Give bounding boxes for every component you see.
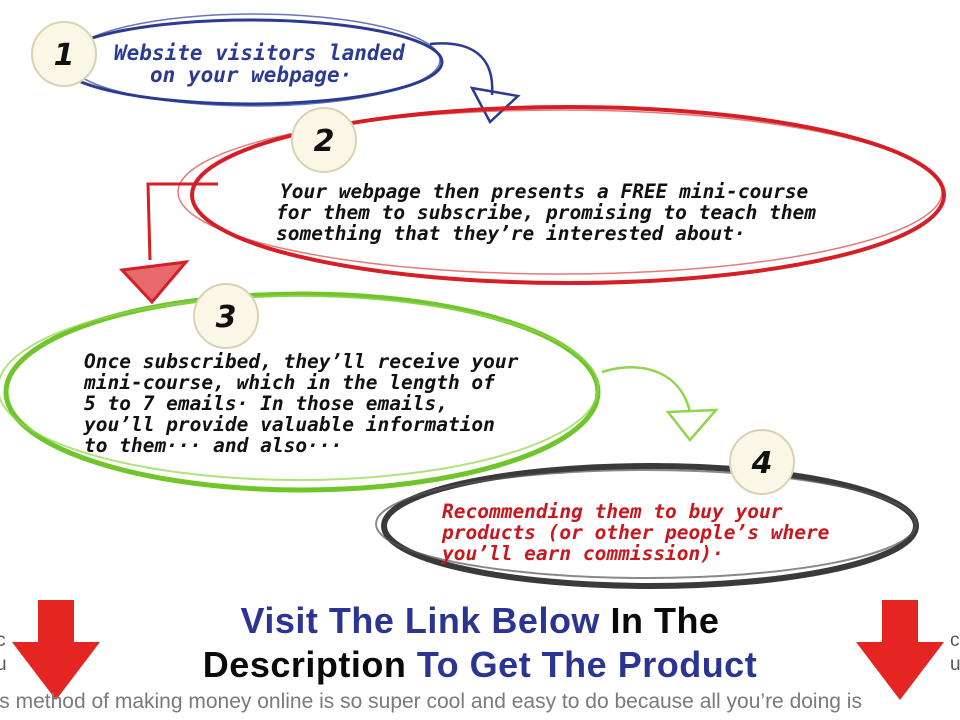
banner-line-1-blue: Visit The Link Below bbox=[240, 600, 600, 641]
badge-3-number: 3 bbox=[216, 300, 237, 335]
banner-line-1-black: In The bbox=[610, 600, 720, 641]
step-3-line-2: mini-course, which in the length of bbox=[83, 371, 496, 394]
banner-line-2-blue: To Get The Product bbox=[416, 644, 758, 685]
step-3-line-1: Once subscribed, they’ll receive your bbox=[84, 350, 519, 373]
step-2-line-2: for them to subscribe, promising to teac… bbox=[276, 201, 816, 224]
edge-text-left-bottom: u bbox=[0, 654, 7, 675]
banner-line-1: Visit The Link Below In The bbox=[150, 600, 810, 642]
step-4-line-1: Recommending them to buy your bbox=[442, 500, 783, 523]
arrow-1-to-2 bbox=[429, 42, 494, 96]
right-down-arrow-icon bbox=[856, 600, 944, 700]
step-1-line-2: on your webpage· bbox=[150, 63, 352, 87]
edge-text-right-bottom: u bbox=[950, 654, 960, 675]
step-3-line-4: you’ll provide valuable information bbox=[83, 413, 495, 436]
step-3-text: Once subscribed, they’ll receive your mi… bbox=[83, 350, 530, 457]
step-2-group bbox=[118, 105, 946, 305]
step-1-text: Website visitors landed on your webpage· bbox=[114, 41, 417, 87]
step-2-line-1: Your webpage then presents a FREE mini-c… bbox=[280, 180, 808, 203]
step-4-line-3: you’ll earn commission)· bbox=[441, 542, 724, 565]
arrow-1-to-2-head bbox=[469, 86, 521, 125]
arrow-2-to-3 bbox=[146, 182, 218, 261]
arrow-3-to-4-head bbox=[665, 408, 719, 442]
step-2-line-3: something that they’re interested about· bbox=[276, 222, 746, 245]
badge-4-number: 4 bbox=[751, 446, 773, 481]
arrow-3-to-4 bbox=[601, 366, 692, 413]
edge-text-left-top: c bbox=[0, 630, 6, 651]
step-2-ellipse-outer bbox=[177, 109, 943, 275]
step-2-ellipse bbox=[190, 105, 946, 285]
step-1-line-1: Website visitors landed bbox=[114, 41, 406, 65]
left-down-arrow-icon bbox=[12, 600, 100, 700]
badge-4: 4 bbox=[729, 429, 795, 495]
step-4-ellipse-outer bbox=[375, 469, 917, 579]
badge-2-number: 2 bbox=[314, 124, 335, 159]
badge-1-number: 1 bbox=[54, 38, 75, 73]
step-3-group bbox=[0, 291, 719, 493]
step-4-line-2: products (or other people’s where bbox=[441, 521, 829, 544]
arrow-2-to-3-head bbox=[118, 260, 190, 305]
step-4-text: Recommending them to buy your products (… bbox=[441, 500, 841, 565]
edge-text-right-top: c bbox=[950, 630, 960, 651]
step-2-text: Your webpage then presents a FREE mini-c… bbox=[276, 180, 828, 245]
banner-line-2: Description To Get The Product bbox=[150, 644, 810, 686]
badge-2: 2 bbox=[291, 107, 357, 173]
bottom-caption: ’s method of making money online is so s… bbox=[0, 690, 862, 713]
badge-3: 3 bbox=[193, 283, 259, 349]
step-3-line-5: to them··· and also··· bbox=[84, 434, 342, 457]
step-3-line-3: 5 to 7 emails· In those emails, bbox=[84, 392, 448, 415]
badge-1: 1 bbox=[31, 21, 97, 87]
banner-line-2-black: Description bbox=[202, 644, 407, 685]
step-3-ellipse-outer bbox=[0, 295, 599, 481]
step-4-group bbox=[375, 463, 919, 589]
